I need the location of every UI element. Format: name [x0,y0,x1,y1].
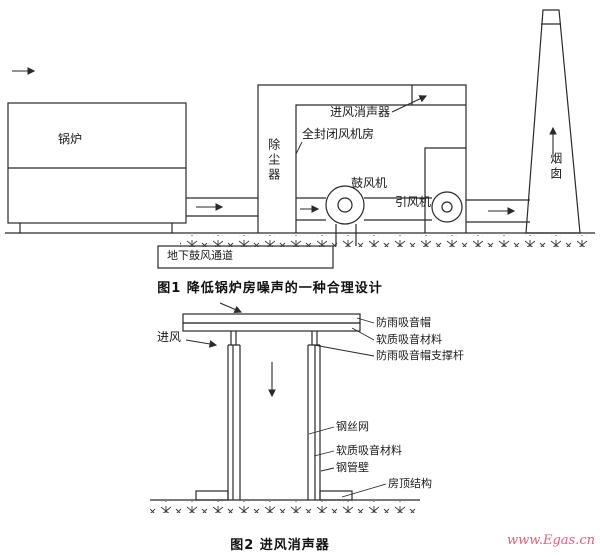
leader-support-rod [313,344,375,357]
intake-silencer-label: 进风消声器 [330,105,391,119]
blower-fan-casing [325,185,365,225]
leader-soft-material-wall [313,450,335,457]
boiler-details [8,167,186,233]
chimney-shape [525,9,581,234]
enclosure-outer-wall [257,84,467,233]
figure1-caption: 图1 降低锅炉房噪声的一种合理设计 [157,281,383,296]
roof-hatching-fig2 [150,501,420,513]
dust-collector-label: 除尘器 [266,138,281,183]
fan-room-inner-wall [295,104,466,233]
pipe-right-wall [307,344,321,500]
roof-mount-block-left [195,490,229,501]
leader-soft-material-hood [351,327,375,341]
duct-blower-to-induced-fan [364,197,432,221]
duct-dustcollector-to-blower [296,197,326,221]
enclosed-fan-room-label: 全封闭风机房 [302,127,375,141]
hood-support-rods [230,331,318,345]
blower-fan-label: 鼓风机 [351,176,388,190]
rain-hood-absorber-slab [182,322,361,332]
leader-roof-structure [341,483,387,498]
soft-material-wall-label: 软质吸音材料 [336,444,402,457]
induced-fan-hub [441,201,453,213]
induced-fan-casing [431,191,463,223]
leader-steel-pipe-wall [320,467,335,472]
hood-support-rod-label: 防雨吸音帽支撑杆 [376,349,464,362]
leader-wire-mesh [308,426,335,435]
leader-intake-silencer [391,95,428,113]
leader-fan-room [295,141,303,155]
chimney-label: 烟囱 [548,152,563,182]
flow-arrow-air-intake [185,339,218,348]
boiler-label: 锅炉 [58,132,83,146]
flow-arrow-over-hood [219,302,243,313]
site-watermark: www.Egas.cn [507,533,595,548]
steel-pipe-wall-label: 钢管壁 [336,461,369,474]
leader-rain-hood [356,317,375,324]
wire-mesh-label: 钢丝网 [336,420,369,433]
roof-structure-label: 房顶结构 [388,477,432,490]
duct-to-chimney [466,199,530,223]
air-intake-label: 进风 [157,330,182,344]
pipe-left-wall [227,344,241,500]
blower-fan-hub [337,197,353,213]
roof-mount-block-right [319,490,353,501]
rain-hood-top-slab [182,313,361,324]
boiler-outline [7,102,187,224]
soft-material-hood-label: 软质吸音材料 [376,333,442,346]
induced-fan-label: 引风机 [395,195,432,209]
rain-hood-label: 防雨吸音帽 [376,316,431,329]
ground-hatching-fig1 [180,235,588,247]
induced-fan-room-wall [424,147,466,233]
underground-duct-label: 地下鼓风通道 [167,249,233,262]
boiler-outlet-duct [186,197,258,217]
figure2-caption: 图2 进风消声器 [230,538,330,553]
